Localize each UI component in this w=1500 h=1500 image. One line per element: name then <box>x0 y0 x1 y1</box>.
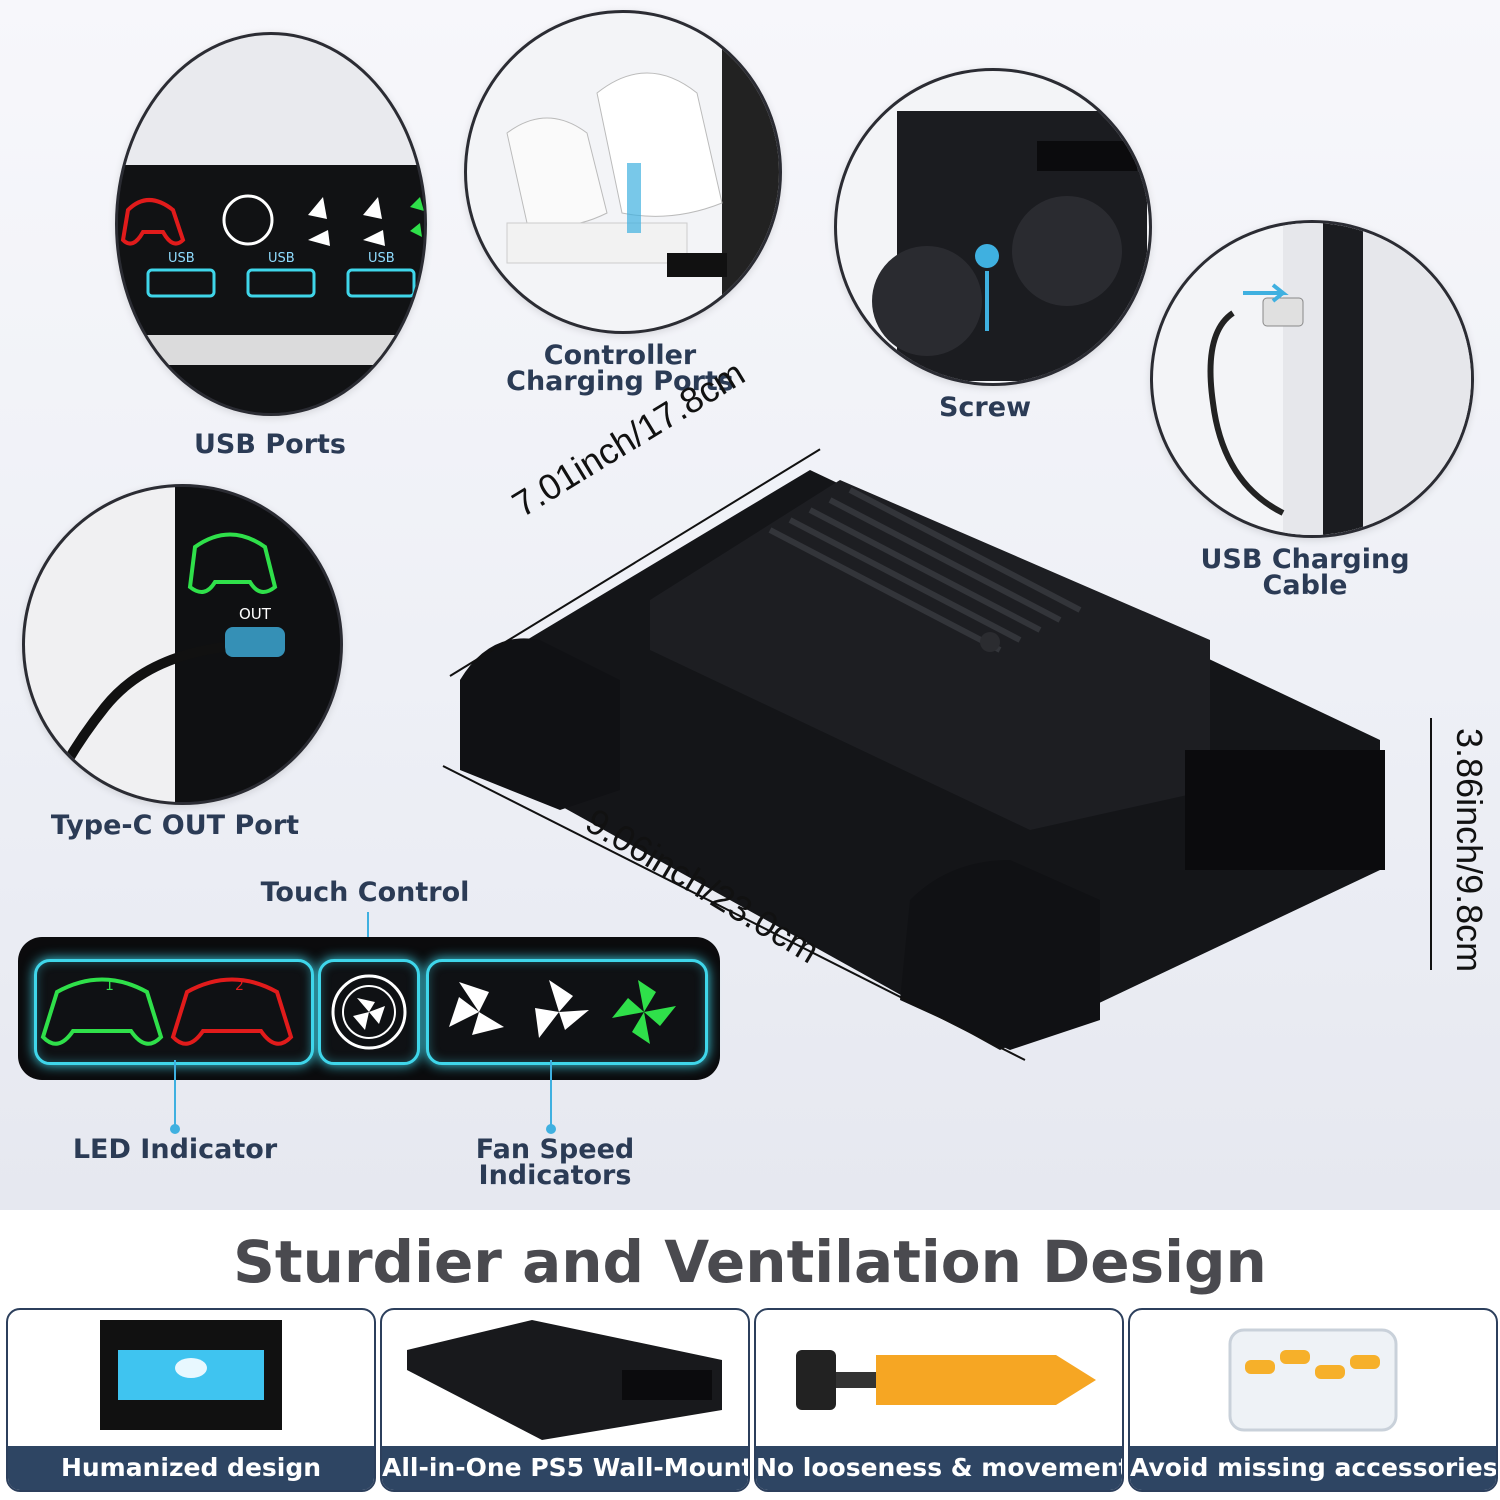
fan-speed-callout <box>550 1060 552 1130</box>
out-label: OUT <box>239 605 271 623</box>
controller-charging-illustration <box>506 13 779 331</box>
usb-label-2: USB <box>268 251 295 266</box>
usb-label-3: USB <box>368 251 395 266</box>
screw-circle <box>834 68 1152 386</box>
touch-control-callout <box>367 912 369 950</box>
caption-led-indicator: LED Indicator <box>72 1134 278 1165</box>
level-bubble-image <box>100 1320 282 1430</box>
card-no-looseness: No looseness & movement <box>754 1308 1124 1492</box>
caption-usb-cable-line2: Cable <box>1262 570 1348 601</box>
touch-control-button[interactable] <box>318 959 420 1065</box>
controller-charging-circle <box>464 10 782 334</box>
caption-usb-ports: USB Ports <box>194 429 346 460</box>
caption-controller-charging: Controller Charging Ports <box>470 340 770 397</box>
height-dimension-label: 3.86inch/9.8cm <box>1449 728 1490 973</box>
controller-2-number: 2 <box>235 978 244 994</box>
card-humanized-design: Humanized design <box>6 1308 376 1492</box>
caption-screw: Screw <box>938 392 1032 423</box>
controller-1-number: 1 <box>105 978 114 994</box>
caption-usb-cable: USB Charging Cable <box>1180 544 1430 601</box>
caption-usb-cable-line1: USB Charging <box>1200 544 1410 575</box>
card-label-avoid-missing: Avoid missing accessories <box>1130 1446 1496 1490</box>
wall-mount-thumbnail <box>407 1320 722 1440</box>
led-indicator-callout <box>174 1060 176 1130</box>
control-strip: 1 2 <box>18 937 720 1080</box>
caption-touch-control: Touch Control <box>260 877 470 908</box>
usb-label-1: USB <box>168 251 195 266</box>
card-label-humanized: Humanized design <box>8 1446 374 1490</box>
controller-led-icons <box>40 977 294 1046</box>
wall-mount-product <box>460 470 1385 1050</box>
height-dimension-line <box>1430 718 1432 970</box>
fan-speed-mid-icon <box>535 980 589 1038</box>
caption-fan-speed: Fan Speed Indicators <box>475 1134 635 1191</box>
card-label-all-in-one: All-in-One PS5 Wall-Mount <box>382 1446 748 1490</box>
led-indicator-dot <box>170 1124 180 1134</box>
card-label-no-looseness: No looseness & movement <box>756 1446 1122 1490</box>
accessory-box-image <box>1228 1328 1398 1432</box>
caption-controller-line2: Charging Ports <box>506 366 734 397</box>
typec-out-circle: OUT <box>22 484 343 805</box>
caption-typec-out: Type-C OUT Port <box>50 810 300 841</box>
product-showcase: USB USB USB USB Ports Controller Chargin… <box>0 0 1500 1210</box>
led-indicator-panel: 1 2 <box>34 959 314 1065</box>
screw-illustration <box>872 111 1147 381</box>
usb-ports-illustration <box>118 35 424 413</box>
typec-out-illustration <box>25 487 340 802</box>
fan-speed-dot <box>546 1124 556 1134</box>
fan-speed-icons <box>449 980 676 1044</box>
fan-speed-panel <box>426 959 708 1065</box>
caption-controller-line1: Controller <box>543 340 697 371</box>
fan-speed-low-icon <box>449 982 504 1035</box>
anchor-screw-image <box>796 1350 1096 1410</box>
fan-speed-high-icon <box>612 980 676 1044</box>
card-avoid-missing: Avoid missing accessories <box>1128 1308 1498 1492</box>
fan-touch-icon <box>331 974 407 1050</box>
section-title: Sturdier and Ventilation Design <box>233 1228 1267 1296</box>
card-all-in-one: All-in-One PS5 Wall-Mount <box>380 1308 750 1492</box>
usb-ports-circle: USB USB USB <box>115 32 427 416</box>
